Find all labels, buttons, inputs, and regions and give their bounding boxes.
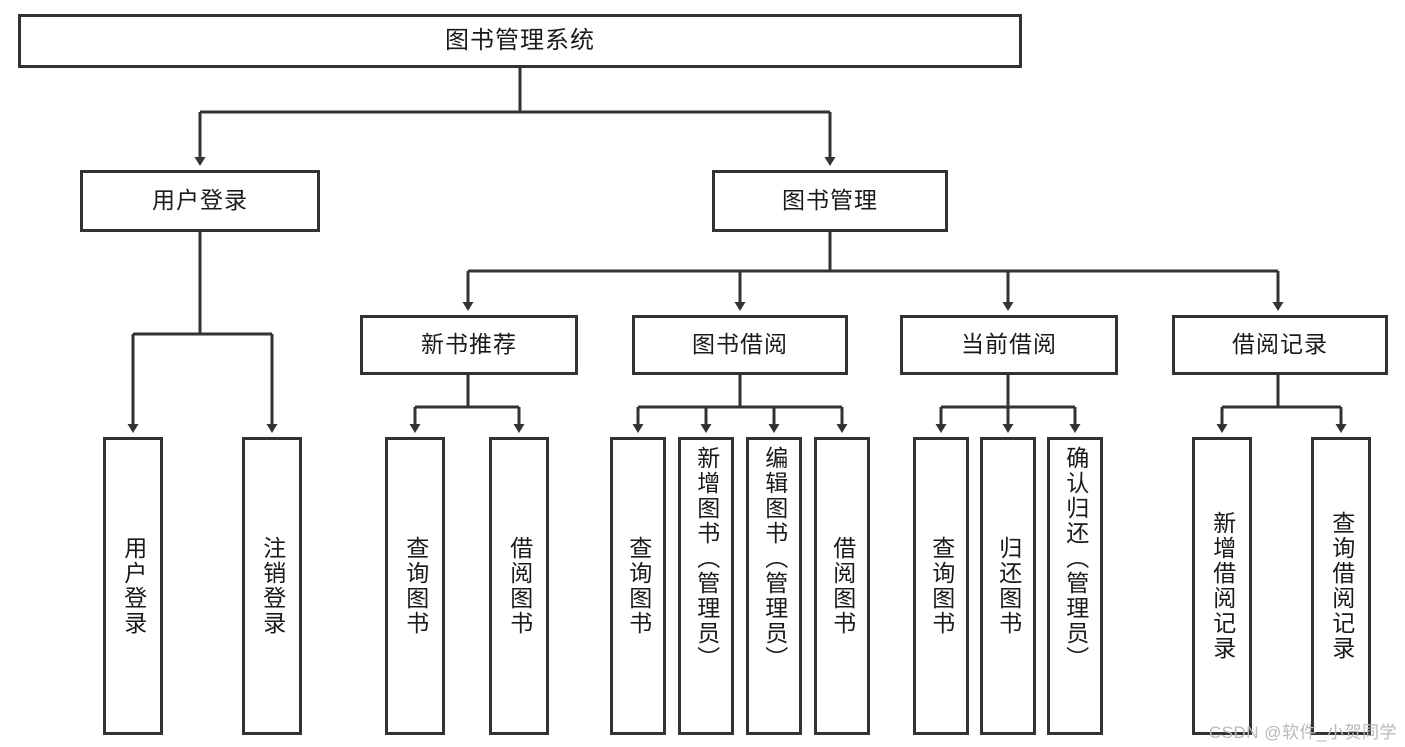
node-leaf-query-book-1-label: 查询图书 [402, 536, 429, 636]
node-leaf-user-logout-label: 注销登录 [259, 536, 286, 636]
node-leaf-edit-book[interactable]: 编辑图书（管理员） [746, 437, 802, 735]
node-leaf-borrow-book-2-label: 借阅图书 [829, 536, 856, 636]
node-book-management[interactable]: 图书管理 [712, 170, 948, 232]
node-leaf-borrow-book-1-label: 借阅图书 [506, 536, 533, 636]
node-user-login[interactable]: 用户登录 [80, 170, 320, 232]
node-book-borrow[interactable]: 图书借阅 [632, 315, 848, 375]
node-book-management-label: 图书管理 [782, 187, 878, 214]
node-leaf-borrow-book-1[interactable]: 借阅图书 [489, 437, 549, 735]
node-leaf-confirm-return-label: 确认归还（管理员） [1062, 446, 1089, 671]
node-root-label: 图书管理系统 [445, 26, 595, 54]
node-leaf-query-book-2-label: 查询图书 [625, 536, 652, 636]
node-root[interactable]: 图书管理系统 [18, 14, 1022, 68]
node-leaf-confirm-return[interactable]: 确认归还（管理员） [1047, 437, 1103, 735]
node-new-book-recommend-label: 新书推荐 [421, 331, 517, 358]
watermark-text: CSDN @软件_小贺同学 [1208, 723, 1397, 742]
node-new-book-recommend[interactable]: 新书推荐 [360, 315, 578, 375]
node-leaf-query-book-2[interactable]: 查询图书 [610, 437, 666, 735]
node-leaf-query-book-1[interactable]: 查询图书 [385, 437, 445, 735]
node-leaf-user-logout[interactable]: 注销登录 [242, 437, 302, 735]
node-borrow-record-label: 借阅记录 [1232, 331, 1328, 358]
node-current-borrow[interactable]: 当前借阅 [900, 315, 1118, 375]
node-leaf-user-login-label: 用户登录 [120, 536, 147, 636]
node-leaf-edit-book-label: 编辑图书（管理员） [761, 446, 788, 671]
node-borrow-record[interactable]: 借阅记录 [1172, 315, 1388, 375]
node-leaf-query-book-3-label: 查询图书 [928, 536, 955, 636]
node-leaf-add-book[interactable]: 新增图书（管理员） [678, 437, 734, 735]
node-leaf-user-login[interactable]: 用户登录 [103, 437, 163, 735]
node-leaf-query-record-label: 查询借阅记录 [1328, 511, 1355, 661]
node-leaf-borrow-book-2[interactable]: 借阅图书 [814, 437, 870, 735]
node-current-borrow-label: 当前借阅 [961, 331, 1057, 358]
node-leaf-add-record[interactable]: 新增借阅记录 [1192, 437, 1252, 735]
node-leaf-query-record[interactable]: 查询借阅记录 [1311, 437, 1371, 735]
node-leaf-query-book-3[interactable]: 查询图书 [913, 437, 969, 735]
node-leaf-return-book-label: 归还图书 [995, 536, 1022, 636]
node-leaf-return-book[interactable]: 归还图书 [980, 437, 1036, 735]
node-leaf-add-book-label: 新增图书（管理员） [693, 446, 720, 671]
node-book-borrow-label: 图书借阅 [692, 331, 788, 358]
node-user-login-label: 用户登录 [152, 187, 248, 214]
node-leaf-add-record-label: 新增借阅记录 [1209, 511, 1236, 661]
